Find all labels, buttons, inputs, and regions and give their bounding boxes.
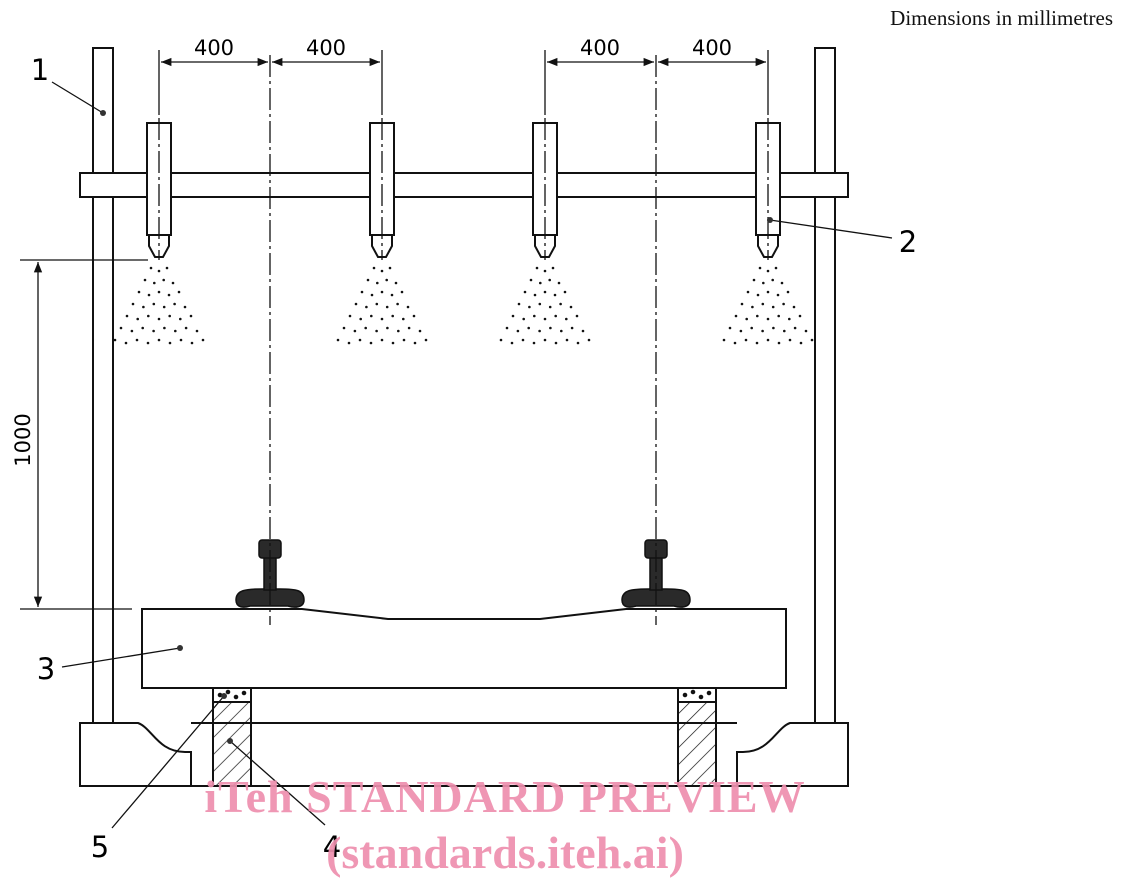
- dim-spacing-2: 400: [306, 36, 346, 60]
- support-right: [677, 701, 717, 787]
- callout-5: 5: [91, 830, 109, 864]
- frame-right-post: [814, 47, 836, 724]
- callout-2: 2: [899, 225, 917, 259]
- spray-beam: [79, 172, 849, 198]
- sleeper: [141, 608, 787, 689]
- pad-left: [212, 687, 252, 703]
- fastening-left: [235, 539, 305, 608]
- dim-spacing-3: 400: [580, 36, 620, 60]
- callout-dots: [100, 110, 773, 744]
- horizontal-dimensions: [158, 50, 769, 115]
- spray-pattern-1: [113, 266, 205, 345]
- frame-left-post: [92, 47, 114, 724]
- watermark-line-2: (standards.iteh.ai): [326, 827, 684, 878]
- spray-pattern-4: [722, 266, 814, 345]
- pad-right: [677, 687, 717, 703]
- dim-height: 1000: [11, 413, 35, 466]
- spray-pattern-3: [499, 266, 591, 345]
- spray-pattern-2: [336, 266, 428, 345]
- callout-3: 3: [37, 652, 55, 686]
- dim-spacing-4: 400: [692, 36, 732, 60]
- watermark-line-1: iTeh STANDARD PREVIEW: [204, 771, 806, 822]
- callout-4: 4: [323, 830, 341, 864]
- callout-1: 1: [31, 53, 49, 87]
- base-plate: [79, 722, 849, 787]
- units-caption: Dimensions in millimetres: [890, 6, 1113, 30]
- centre-lines: [158, 55, 769, 625]
- callout-leaders: [51, 81, 893, 829]
- vertical-dimension: [20, 259, 148, 610]
- dim-spacing-1: 400: [194, 36, 234, 60]
